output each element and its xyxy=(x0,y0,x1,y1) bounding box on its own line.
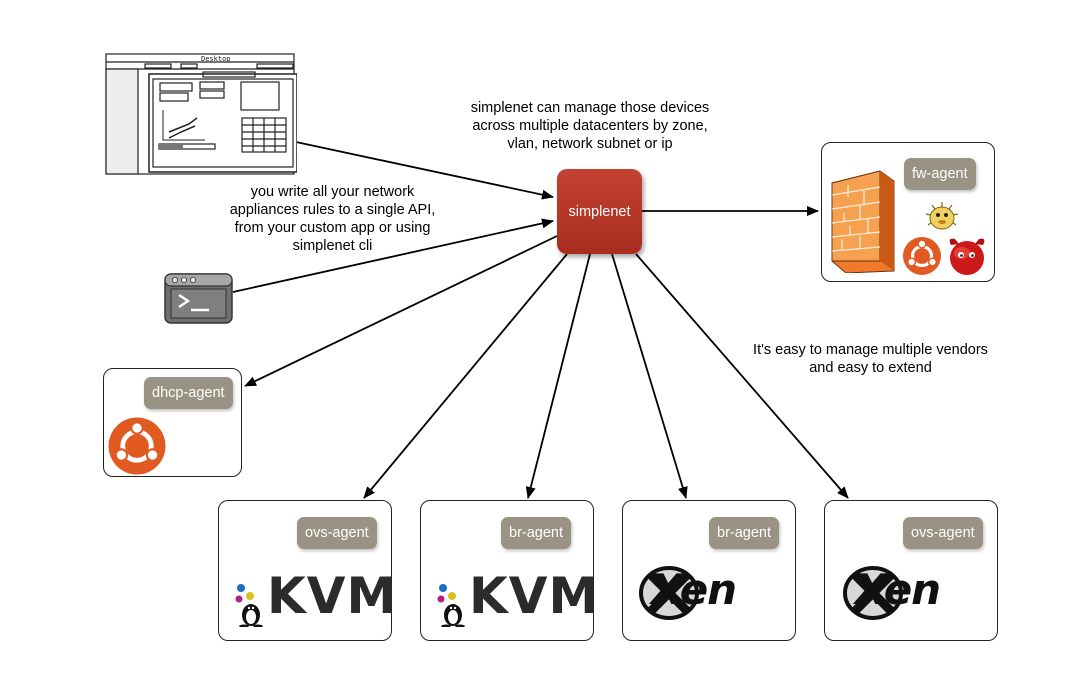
kvm-logo: KVM xyxy=(435,567,598,629)
br-agent-tag: br-agent xyxy=(501,517,572,549)
ovs-agent-kvm-box[interactable]: ovs-agent KVM xyxy=(218,500,396,641)
ovs-agent-xen-box[interactable]: ovs-agent Xen xyxy=(824,500,998,641)
arrow-simplenet-to-dhcp xyxy=(244,235,558,387)
pufferfish-icon xyxy=(924,201,960,238)
terminal-icon xyxy=(163,272,235,326)
kvm-logo-text: KVM xyxy=(469,567,600,625)
kvm-logo-text: KVM xyxy=(267,567,398,625)
kvm-logo: KVM xyxy=(233,567,396,629)
ubuntu-icon xyxy=(902,236,942,281)
xen-logo-text: Xen xyxy=(855,565,941,614)
fw-agent-box[interactable]: fw-agent xyxy=(821,142,995,282)
br-agent-xen-box[interactable]: br-agent Xen xyxy=(622,500,796,641)
br-agent-tag: br-agent xyxy=(709,517,780,549)
arrow-simplenet-to-br2 xyxy=(611,253,688,499)
arrow-app-to-simplenet xyxy=(295,141,554,200)
xen-logo-text: Xen xyxy=(651,565,737,614)
arrow-cli-to-simplenet xyxy=(232,218,554,293)
dhcp-agent-box[interactable]: dhcp-agent xyxy=(103,368,242,477)
ubuntu-icon xyxy=(107,416,167,481)
simplenet-label: simplenet xyxy=(568,203,631,220)
desktop-app-mockup-icon: Desktop xyxy=(105,52,298,176)
arrow-simplenet-to-ovs2 xyxy=(635,253,849,499)
freebsd-daemon-icon xyxy=(945,235,989,282)
firewall-icon xyxy=(830,169,896,278)
mockup-title: Desktop xyxy=(201,55,231,63)
xen-logo: Xen xyxy=(639,565,769,621)
br-agent-kvm-box[interactable]: br-agent KVM xyxy=(420,500,598,641)
ovs-agent-tag: ovs-agent xyxy=(297,517,377,549)
fw-agent-tag: fw-agent xyxy=(904,158,976,190)
arrow-simplenet-to-ovs1 xyxy=(363,253,568,499)
dhcp-agent-tag: dhcp-agent xyxy=(144,377,233,409)
xen-logo: Xen xyxy=(843,565,973,621)
arrow-simplenet-to-br1 xyxy=(525,253,591,499)
simplenet-node[interactable]: simplenet xyxy=(557,169,642,254)
ovs-agent-tag: ovs-agent xyxy=(903,517,983,549)
